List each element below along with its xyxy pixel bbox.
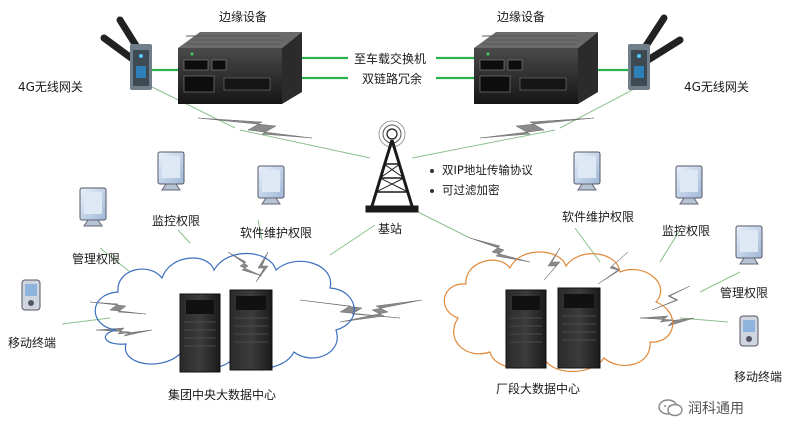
left-monitor-permission-label: 监控权限 xyxy=(152,214,201,228)
gateway-left xyxy=(100,16,152,90)
switch-label-2: 双链路冗余 xyxy=(362,72,423,86)
gateway-left-label: 4G无线网关 xyxy=(18,80,83,94)
watermark-text: 润科通用 xyxy=(688,401,744,417)
right-software-permission-label: 软件维护权限 xyxy=(562,210,635,224)
servers-right xyxy=(505,287,601,369)
left-software-permission-label: 软件维护权限 xyxy=(240,226,313,240)
edge-device-right xyxy=(474,32,598,104)
left-manage-permission-label: 管理权限 xyxy=(72,252,121,266)
switch-label-1: 至车载交换机 xyxy=(354,52,427,66)
switch-cables xyxy=(148,56,630,80)
gateway-right xyxy=(628,14,684,90)
mobile-right-icon xyxy=(739,315,759,347)
left-mobile-label: 移动终端 xyxy=(8,336,57,350)
right-datacenter-label: 厂段大数据中心 xyxy=(496,382,581,396)
bullet-icon xyxy=(430,188,434,193)
right-mobile-label: 移动终端 xyxy=(734,370,783,384)
servers-left xyxy=(179,289,273,373)
edge-device-right-label: 边缘设备 xyxy=(497,10,546,24)
cloud-left xyxy=(94,252,355,370)
protocol-note-2: 可过滤加密 xyxy=(430,180,533,200)
monitor-right-software xyxy=(573,151,601,191)
base-station-tower xyxy=(365,120,419,213)
protocol-notes: 双IP地址传输协议 可过滤加密 xyxy=(430,160,533,200)
monitor-right-manage xyxy=(735,225,763,265)
left-datacenter-label: 集团中央大数据中心 xyxy=(168,388,277,402)
edge-device-left xyxy=(178,32,302,104)
monitor-left-monitor xyxy=(157,151,185,191)
gateway-right-label: 4G无线网关 xyxy=(684,80,749,94)
wireless-links xyxy=(61,85,741,325)
base-station-label: 基站 xyxy=(378,222,403,236)
monitor-right-monitor xyxy=(675,165,703,205)
edge-device-left-label: 边缘设备 xyxy=(219,10,268,24)
monitor-left-software xyxy=(257,165,285,205)
mobile-left-icon xyxy=(21,279,41,311)
right-manage-permission-label: 管理权限 xyxy=(720,286,769,300)
lightning-links xyxy=(89,117,695,337)
bullet-icon xyxy=(430,168,434,173)
watermark: 润科通用 xyxy=(658,398,744,418)
protocol-note-1: 双IP地址传输协议 xyxy=(430,160,533,180)
right-monitor-permission-label: 监控权限 xyxy=(662,224,711,238)
wechat-icon xyxy=(658,399,683,417)
monitor-left-manage xyxy=(79,187,107,227)
